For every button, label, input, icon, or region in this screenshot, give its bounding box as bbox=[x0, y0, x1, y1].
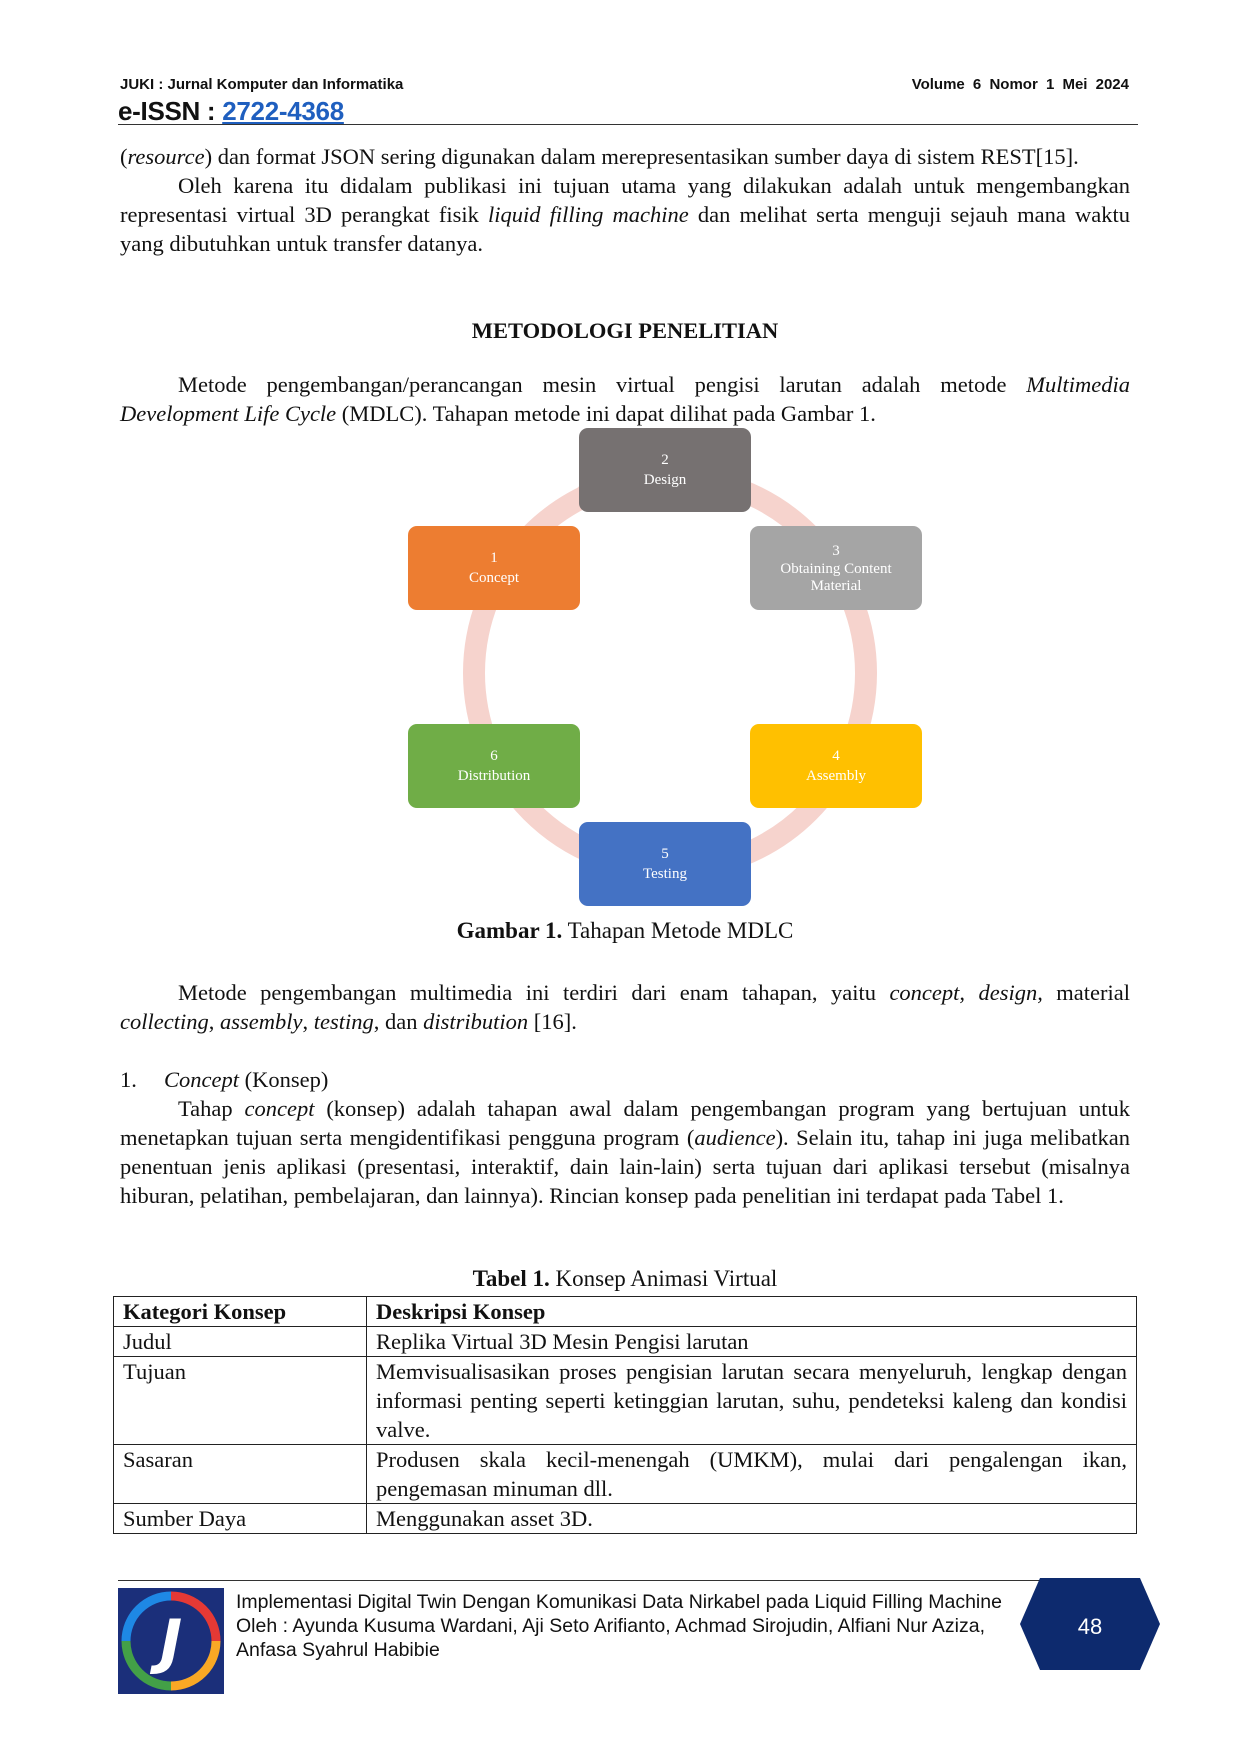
table-row: Sumber Daya Menggunakan asset 3D. bbox=[113, 1503, 1137, 1534]
table-cell: Produsen skala kecil-menengah (UMKM), mu… bbox=[366, 1444, 1137, 1504]
volume-info: Volume 6 Nomor 1 Mei 2024 bbox=[911, 76, 1129, 93]
table-cell: Menggunakan asset 3D. bbox=[366, 1503, 1137, 1534]
paragraph-1: (resource) dan format JSON sering diguna… bbox=[120, 144, 1079, 169]
section-heading: METODOLOGI PENELITIAN bbox=[471, 318, 779, 343]
footer-authors: Oleh : Ayunda Kusuma Wardani, Aji Seto A… bbox=[236, 1615, 985, 1661]
issn-label: e-ISSN : bbox=[118, 96, 223, 126]
paragraph-5: Tahap concept (konsep) adalah tahapan aw… bbox=[120, 1096, 1131, 1208]
issn-link[interactable]: 2722-4368 bbox=[222, 96, 344, 126]
table-header-cell: Deskripsi Konsep bbox=[366, 1296, 1137, 1327]
paragraph-3: Metode pengembangan/perancangan mesin vi… bbox=[120, 372, 1131, 426]
body-middle: Metode pengembangan multimedia ini terdi… bbox=[120, 978, 1130, 1210]
footer-paper-title: Implementasi Digital Twin Dengan Komunik… bbox=[236, 1591, 1002, 1613]
issn: e-ISSN : 2722-4368 bbox=[118, 96, 344, 127]
page-number: 48 bbox=[1078, 1614, 1102, 1639]
table-row: Sasaran Produsen skala kecil-menengah (U… bbox=[113, 1444, 1137, 1504]
table-cell: Memvisualisasikan proses pengisian larut… bbox=[366, 1356, 1137, 1445]
subsection-concept: 1.Concept (Konsep) bbox=[120, 1067, 329, 1092]
figure-caption: Gambar 1. Tahapan Metode MDLC bbox=[456, 918, 794, 943]
table-row: Judul Replika Virtual 3D Mesin Pengisi l… bbox=[113, 1326, 1137, 1357]
footer-text: Implementasi Digital Twin Dengan Komunik… bbox=[236, 1590, 1016, 1662]
table-header-row: Kategori Konsep Deskripsi Konsep bbox=[113, 1296, 1137, 1327]
concept-table: Kategori Konsep Deskripsi Konsep Judul R… bbox=[113, 1296, 1137, 1534]
paragraph-2: Oleh karena itu didalam publikasi ini tu… bbox=[120, 173, 1130, 256]
table-caption: Tabel 1. Konsep Animasi Virtual bbox=[472, 1266, 778, 1291]
header-divider bbox=[118, 124, 1138, 125]
table-cell: Sasaran bbox=[113, 1444, 367, 1504]
table-cell: Judul bbox=[113, 1326, 367, 1357]
body-top: (resource) dan format JSON sering diguna… bbox=[120, 142, 1130, 258]
table-cell: Tujuan bbox=[113, 1356, 367, 1445]
journal-name: JUKI : Jurnal Komputer dan Informatika bbox=[120, 76, 404, 93]
body-method: Metode pengembangan/perancangan mesin vi… bbox=[120, 370, 1130, 428]
table-row: Tujuan Memvisualisasikan proses pengisia… bbox=[113, 1356, 1137, 1445]
table-cell: Replika Virtual 3D Mesin Pengisi larutan bbox=[366, 1326, 1137, 1357]
table-header-cell: Kategori Konsep bbox=[113, 1296, 367, 1327]
table-cell: Sumber Daya bbox=[113, 1503, 367, 1534]
footer-divider bbox=[118, 1580, 1138, 1581]
page-number-badge: 48 bbox=[1020, 1578, 1160, 1670]
journal-logo-icon: J bbox=[118, 1588, 224, 1694]
paragraph-4: Metode pengembangan multimedia ini terdi… bbox=[120, 980, 1131, 1034]
